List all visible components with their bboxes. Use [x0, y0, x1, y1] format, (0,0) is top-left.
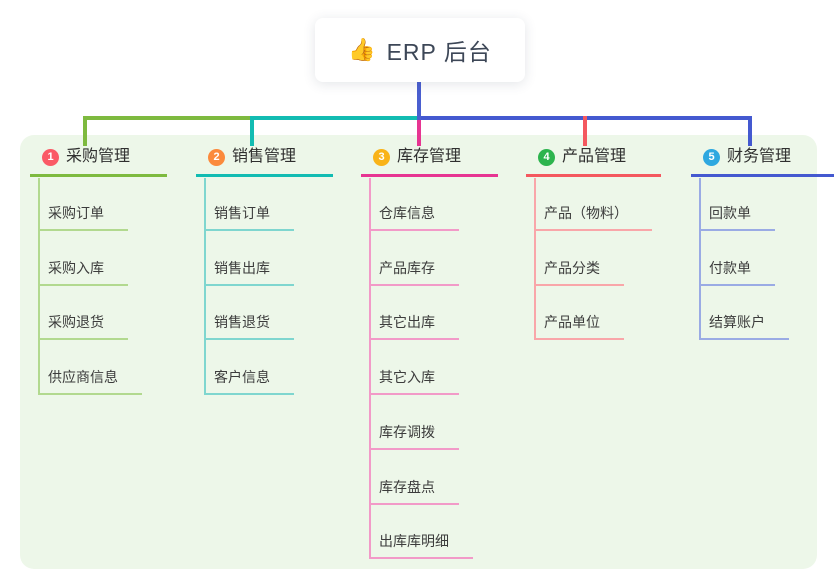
branch-3-child-6[interactable]: 库存盘点 — [369, 477, 459, 505]
branch-1-child-connector — [38, 178, 40, 395]
branch-3-child-2[interactable]: 产品库存 — [369, 258, 459, 286]
branch-4-child-3[interactable]: 产品单位 — [534, 312, 624, 340]
branch-1-child-2[interactable]: 采购入库 — [38, 258, 128, 286]
branch-5-child-2[interactable]: 付款单 — [699, 258, 775, 286]
drop-line-branch-4 — [583, 116, 587, 146]
thumbs-up-icon: 👍 — [348, 37, 377, 62]
branch-number-badge: 3 — [373, 148, 390, 166]
branch-2-child-connector — [204, 178, 206, 395]
branch-header-1[interactable]: 1 采购管理 — [30, 146, 167, 177]
drop-line-branch-3 — [417, 116, 421, 146]
branch-2-child-3[interactable]: 销售退货 — [204, 312, 294, 340]
branch-number-badge: 5 — [703, 148, 720, 166]
drop-line-branch-1 — [83, 116, 87, 146]
branch-number-badge: 1 — [42, 148, 59, 166]
branch-5-child-1[interactable]: 回款单 — [699, 203, 775, 231]
branch-3-child-3[interactable]: 其它出库 — [369, 312, 459, 340]
branch-3-child-4[interactable]: 其它入库 — [369, 367, 459, 395]
branch-2-child-4[interactable]: 客户信息 — [204, 367, 294, 395]
branch-4-child-connector — [534, 178, 536, 340]
branch-number-badge: 4 — [538, 148, 555, 166]
branch-3-child-connector — [369, 178, 371, 559]
branch-3-child-7[interactable]: 出库库明细 — [369, 531, 473, 559]
branch-header-2[interactable]: 2 销售管理 — [196, 146, 333, 177]
branch-header-4[interactable]: 4 产品管理 — [526, 146, 661, 177]
root-drop-line — [417, 82, 421, 120]
branch-label: 采购管理 — [66, 148, 131, 165]
branch-2-child-2[interactable]: 销售出库 — [204, 258, 294, 286]
branch-header-5[interactable]: 5 财务管理 — [691, 146, 834, 177]
bus-segment-1 — [83, 116, 250, 120]
branch-label: 销售管理 — [232, 148, 297, 165]
root-node-erp[interactable]: 👍 ERP 后台 — [315, 18, 525, 82]
branch-3-child-1[interactable]: 仓库信息 — [369, 203, 459, 231]
branch-4-child-1[interactable]: 产品（物料） — [534, 203, 652, 231]
branch-3-child-5[interactable]: 库存调拨 — [369, 422, 459, 450]
branch-label: 库存管理 — [397, 148, 462, 165]
root-node-label: ERP 后台 — [386, 39, 492, 65]
branch-1-child-3[interactable]: 采购退货 — [38, 312, 128, 340]
branch-1-child-1[interactable]: 采购订单 — [38, 203, 128, 231]
branch-number-badge: 2 — [208, 148, 225, 166]
branch-label: 财务管理 — [727, 148, 792, 165]
branch-5-child-connector — [699, 178, 701, 340]
drop-line-branch-2 — [250, 116, 254, 146]
branch-header-3[interactable]: 3 库存管理 — [361, 146, 498, 177]
branches-background-panel — [20, 135, 817, 569]
bus-segment-2 — [250, 116, 420, 120]
branch-label: 产品管理 — [562, 148, 627, 165]
branch-1-child-4[interactable]: 供应商信息 — [38, 367, 142, 395]
branch-5-child-3[interactable]: 结算账户 — [699, 312, 789, 340]
branch-4-child-2[interactable]: 产品分类 — [534, 258, 624, 286]
drop-line-branch-5 — [748, 116, 752, 146]
branch-2-child-1[interactable]: 销售订单 — [204, 203, 294, 231]
